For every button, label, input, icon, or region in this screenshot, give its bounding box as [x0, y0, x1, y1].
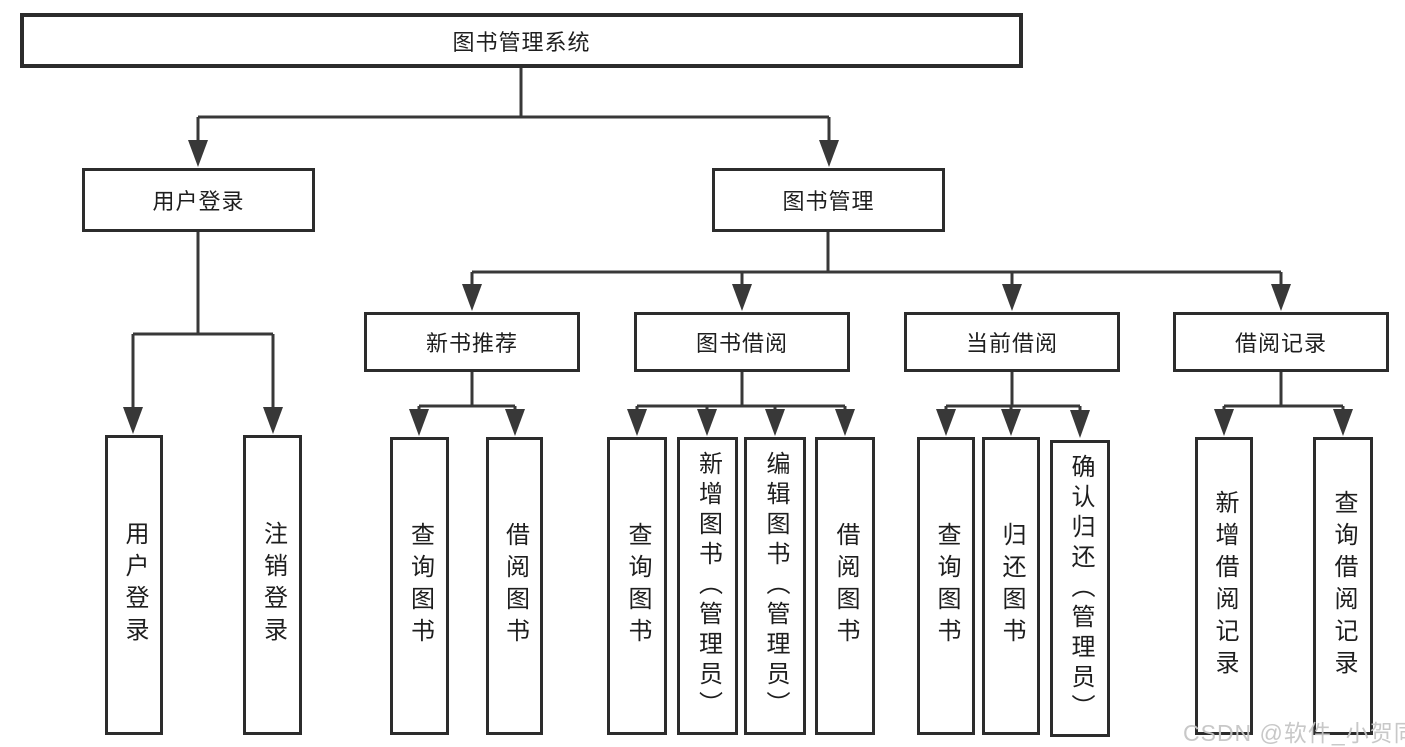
leaf-add-borrow-record: 新增借阅记录 — [1195, 437, 1253, 735]
node-current-borrow: 当前借阅 — [904, 312, 1120, 372]
leaf-return-books: 归还图书 — [982, 437, 1040, 735]
leaf-query-books: 查询图书 — [917, 437, 975, 735]
leaf-query-books: 查询图书 — [607, 437, 667, 735]
leaf-edit-book-admin: 编辑图书（管理员） — [744, 437, 806, 735]
node-book-management: 图书管理 — [712, 168, 945, 232]
node-book-borrow: 图书借阅 — [634, 312, 850, 372]
leaf-query-books: 查询图书 — [390, 437, 449, 735]
node-user-login: 用户登录 — [82, 168, 315, 232]
leaf-query-borrow-record: 查询借阅记录 — [1313, 437, 1373, 735]
leaf-user-login: 用户登录 — [105, 435, 163, 735]
leaf-borrow-books: 借阅图书 — [815, 437, 875, 735]
node-borrow-record: 借阅记录 — [1173, 312, 1389, 372]
node-library-management-system: 图书管理系统 — [20, 13, 1023, 68]
leaf-add-book-admin: 新增图书（管理员） — [677, 437, 738, 735]
csdn-watermark: CSDN @软件_小贺同学 — [1183, 720, 1405, 746]
leaf-logout: 注销登录 — [243, 435, 302, 735]
leaf-confirm-return-admin: 确认归还（管理员） — [1050, 440, 1110, 737]
leaf-borrow-books: 借阅图书 — [486, 437, 543, 735]
node-new-book-recommend: 新书推荐 — [364, 312, 580, 372]
